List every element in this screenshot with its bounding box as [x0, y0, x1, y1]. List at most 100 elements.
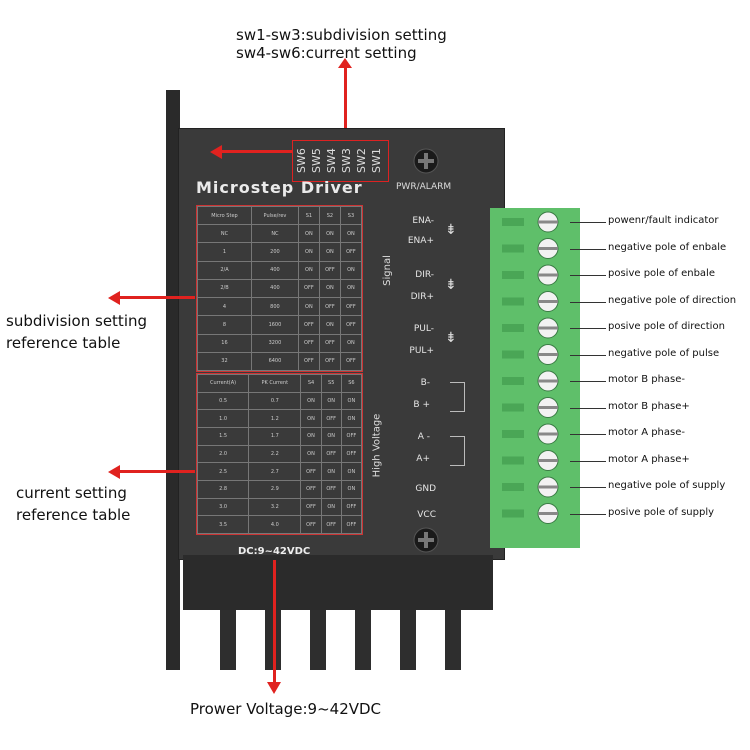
terminal-wire-entry [502, 297, 524, 306]
current-cell: OFF [320, 479, 342, 499]
terminal-annotation: motor A phase- [608, 427, 685, 438]
pin-ena-minus: ENA- [412, 216, 434, 226]
terminal-wire-entry [502, 350, 524, 359]
current-cell: 4.0 [248, 515, 302, 534]
annotation-leader-line [570, 354, 606, 356]
terminal-annotation: negative pole of direction [608, 294, 737, 306]
terminal-annotation: posive pole of direction [608, 321, 725, 332]
current-cell: OFF [340, 497, 363, 517]
current-cell: S6 [340, 374, 363, 393]
current-cell: ON [300, 426, 322, 446]
annotation-leader-line [570, 275, 606, 276]
pin-a-plus: A+ [416, 454, 430, 464]
subdiv-cell: ON [318, 278, 341, 299]
current-cell: ON [320, 391, 342, 411]
current-arrow-head [108, 465, 120, 479]
subdiv-cell: 1 [197, 242, 252, 262]
terminal-wire-entry [502, 403, 524, 412]
subdiv-cell: ON [297, 242, 320, 262]
led-symbol-dir-icon: ⇟ [445, 277, 457, 293]
subdiv-cell: ON [297, 297, 320, 317]
subdiv-cell: ON [339, 333, 363, 353]
annotation-leader-line [570, 328, 606, 329]
annotation-leader-line [570, 513, 606, 515]
current-cell: ON [340, 462, 363, 481]
annotation-leader-line [570, 222, 606, 223]
current-cell: Current(A) [196, 374, 250, 393]
bottom-arrow-line [273, 560, 276, 685]
subdiv-cell: ON [297, 260, 320, 280]
pin-dir-minus: DIR- [415, 270, 434, 280]
subdiv-cell: OFF [297, 278, 320, 299]
terminal-screw-slot [538, 459, 558, 462]
current-callout-2: reference table [16, 506, 131, 524]
subdiv-cell: ON [318, 224, 341, 244]
subdiv-cell: OFF [318, 297, 341, 317]
subdiv-cell: OFF [339, 315, 363, 335]
dip-sw4[interactable]: SW4 [325, 148, 338, 174]
subdiv-cell: 3200 [250, 333, 299, 353]
heatsink-fins [220, 610, 490, 670]
subdiv-cell: ON [339, 278, 363, 299]
current-cell: OFF [320, 515, 342, 534]
subdiv-arrow-head [108, 291, 120, 305]
terminal-wire-entry [502, 430, 524, 438]
current-cell: 3.5 [196, 515, 250, 534]
driver-title: Microstep Driver [196, 178, 363, 197]
subdiv-cell: OFF [318, 260, 341, 280]
subdiv-cell: S2 [318, 205, 341, 226]
current-cell: OFF [320, 409, 342, 428]
dip-switch-box [292, 140, 389, 182]
header-line-2: sw4-sw6:current setting [236, 44, 417, 62]
dip-sw6[interactable]: SW6 [295, 148, 308, 174]
current-cell: ON [340, 409, 363, 428]
dip-sw1[interactable]: SW1 [370, 148, 383, 174]
terminal-screw-slot [538, 432, 558, 436]
coil-b-icon [450, 382, 465, 412]
subdiv-cell: NC [250, 224, 299, 244]
current-cell: ON [320, 426, 342, 446]
terminal-screw-slot [538, 406, 558, 409]
annotation-leader-line [570, 460, 606, 462]
current-cell: 3.2 [248, 497, 302, 517]
terminal-wire-entry [502, 218, 524, 226]
subdiv-cell: NC [197, 224, 252, 244]
subdiv-cell: ON [297, 224, 320, 244]
subdiv-cell: OFF [339, 297, 363, 317]
current-cell: 2.7 [248, 462, 302, 481]
pin-ena-plus: ENA+ [407, 236, 434, 246]
dip-sw2[interactable]: SW2 [355, 148, 368, 174]
header-arrow-head [338, 58, 352, 68]
subdiv-cell: 400 [250, 278, 299, 299]
terminal-screw-slot [538, 353, 558, 356]
terminal-annotation: negative pole of supply [608, 480, 726, 491]
current-cell: ON [340, 479, 363, 499]
current-cell: OFF [340, 515, 363, 534]
subdiv-cell: ON [318, 242, 341, 262]
coil-a-icon [450, 436, 465, 466]
subdiv-cell: 2/A [197, 260, 252, 280]
dip-sw5[interactable]: SW5 [310, 148, 323, 174]
subdiv-cell: ON [318, 315, 341, 335]
subdiv-cell: 6400 [250, 351, 299, 372]
subdiv-cell: 400 [250, 260, 299, 280]
dip-sw3[interactable]: SW3 [340, 148, 353, 174]
bottom-arrow-head [267, 682, 281, 694]
terminal-annotation: negative pole of pulse [608, 347, 720, 359]
subdiv-cell: Micro Step [197, 205, 252, 226]
terminal-wire-entry [502, 483, 524, 491]
current-cell: OFF [300, 479, 322, 499]
terminal-annotation: motor B phase- [608, 374, 686, 385]
terminal-wire-entry [502, 271, 524, 279]
subdiv-cell: 200 [250, 242, 299, 262]
subdiv-cell: 4 [197, 297, 252, 317]
current-cell: 3.0 [196, 497, 250, 517]
